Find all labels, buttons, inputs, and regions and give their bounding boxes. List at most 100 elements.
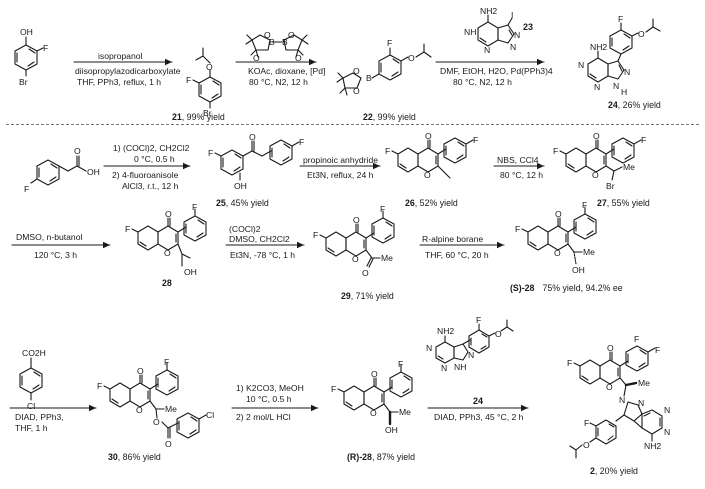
caption-22: 22, 99% yield	[363, 112, 416, 122]
caption-21: 21, 99% yield	[172, 112, 225, 122]
atom-f: F	[618, 14, 624, 24]
atom-n: N	[514, 30, 521, 40]
atom-o: O	[424, 170, 431, 180]
r4-condition: 2) 4-fluoroanisole	[112, 170, 179, 180]
atom-f: F	[24, 184, 30, 194]
atom-cl: Cl	[206, 410, 215, 420]
r7-reagent: DMSO, n-butanol	[16, 232, 83, 242]
atom-o: O	[136, 405, 143, 415]
compound-yield: , 52% yield	[414, 198, 458, 208]
compound-yield: , 20% yield	[594, 466, 638, 476]
caption-29: 29, 71% yield	[341, 291, 394, 301]
atom-me: Me	[165, 404, 177, 414]
compound-24	[587, 18, 661, 83]
atom-n: N	[441, 363, 448, 373]
compound-23	[477, 14, 515, 47]
atom-me: Me	[381, 253, 393, 263]
atom-f: F	[567, 358, 573, 368]
r2-condition: 80 °C, N2, 12 h	[249, 77, 308, 87]
r8-condition: DMSO, CH2Cl2	[229, 234, 290, 244]
atom-o: O	[352, 254, 359, 264]
atom-i: I	[511, 10, 514, 20]
r1-reagent: isopropanol	[98, 51, 143, 61]
atom-o: O	[555, 209, 562, 219]
atom-f: F	[634, 334, 640, 344]
atom-nh2: NH2	[644, 441, 662, 451]
compound-number: 21	[172, 112, 182, 122]
r2-condition: KOAc, dioxane, [Pd]	[248, 66, 326, 76]
compound-yield: , 99% yield	[372, 112, 416, 122]
compound-yield: , 99% yield	[181, 112, 225, 122]
compound-yield: , 71% yield	[350, 291, 394, 301]
atom-br: Br	[203, 108, 212, 118]
atom-f: F	[387, 38, 393, 48]
atom-f: F	[584, 418, 590, 428]
r7-condition: 120 °C, 3 h	[34, 250, 78, 260]
reagent-24	[435, 319, 514, 364]
compound-number: 22	[363, 112, 373, 122]
compound-25	[214, 139, 300, 181]
atom-o: O	[253, 53, 260, 63]
atom-f: F	[164, 357, 170, 367]
compound-yield: , 55% yield	[606, 198, 650, 208]
atom-o: O	[165, 209, 172, 219]
compound-21	[192, 47, 222, 109]
r4-condition: 1) (COCl)2, CH2Cl2	[113, 143, 190, 153]
atom-cl: Cl	[27, 401, 36, 411]
compound-S28	[521, 206, 597, 265]
compound-number: (S)-28	[510, 283, 535, 293]
atom-n: N	[510, 42, 517, 52]
caption-27: 27, 55% yield	[597, 198, 650, 208]
r3-condition: 80 °C, N2, 12 h	[453, 77, 512, 87]
compound-number: 26	[405, 198, 415, 208]
atom-o: O	[153, 417, 160, 427]
atom-o: O	[638, 29, 645, 39]
atom-b: B	[366, 73, 372, 83]
atom-n: N	[664, 405, 671, 415]
atom-f: F	[97, 381, 103, 391]
r12-condition: DIAD, PPh3, 45 °C, 2 h	[434, 412, 524, 422]
atom-n: N	[484, 45, 491, 55]
compound-yield: 75% yield, 94.2% ee	[542, 283, 623, 293]
atom-me: Me	[623, 162, 635, 172]
reagent-number-23: 23	[523, 22, 534, 32]
atom-n: N	[594, 82, 601, 92]
r8-condition: (COCl)2	[229, 224, 261, 234]
compound-number: 30	[108, 452, 118, 462]
r1-condition: diisopropylazodicarboxylate	[75, 66, 181, 76]
atom-o: O	[288, 30, 295, 40]
atom-br: Br	[19, 77, 28, 87]
caption-R28: (R)-28, 87% yield	[347, 452, 415, 462]
compound-number: 27	[597, 198, 607, 208]
atom-b: B	[282, 37, 288, 47]
r8-condition: Et3N, -78 °C, 1 h	[230, 250, 296, 260]
atom-n: N	[664, 427, 671, 437]
atom-me: Me	[638, 378, 650, 388]
compound-number: 28	[162, 278, 172, 288]
compound-yield: , 45% yield	[225, 198, 269, 208]
compound-22	[336, 43, 432, 96]
r6-reagent: NBS, CCl4	[497, 155, 539, 165]
atom-o: O	[74, 146, 81, 156]
atom-f: F	[331, 384, 337, 394]
atom-oh: OH	[87, 167, 100, 177]
caption-30: 30, 86% yield	[108, 452, 161, 462]
atom-o: O	[408, 53, 415, 63]
compound-26	[391, 137, 474, 179]
atom-o: O	[554, 248, 561, 258]
compound-R28	[337, 364, 413, 426]
atom-o: O	[249, 132, 256, 142]
atom-nh: NH	[454, 362, 467, 372]
atom-f: F	[515, 224, 521, 234]
r6-condition: 80 °C, 12 h	[500, 170, 544, 180]
atom-oh: OH	[385, 425, 398, 435]
compound-28	[131, 208, 207, 267]
atom-o: O	[425, 131, 432, 141]
atom-f: F	[192, 202, 198, 212]
atom-oh: OH	[572, 265, 585, 275]
caption-26: 26, 52% yield	[405, 198, 458, 208]
r10-condition: THF, 1 h	[15, 423, 48, 433]
phenol-start	[14, 36, 44, 77]
r5-reagent: propinoic anhydride	[303, 155, 379, 165]
